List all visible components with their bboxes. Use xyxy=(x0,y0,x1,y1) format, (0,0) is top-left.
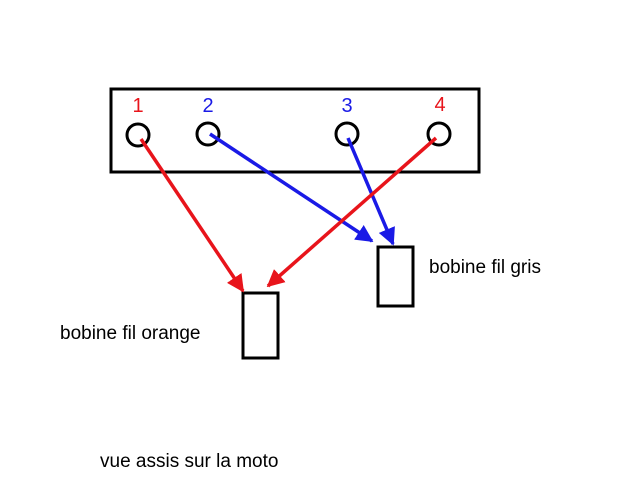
view-caption: vue assis sur la moto xyxy=(100,451,278,472)
pin-1-terminal xyxy=(125,122,151,148)
wire-pin-3-to-grey-coil xyxy=(346,137,395,246)
wire-pin-1-to-orange-coil xyxy=(139,138,245,293)
coil-grey-label: bobine fil gris xyxy=(429,257,541,278)
coil-orange-label: bobine fil orange xyxy=(60,323,201,344)
pin-2-number: 2 xyxy=(202,95,213,117)
wire-pin-2-to-grey-coil xyxy=(209,132,374,243)
coil-grey xyxy=(376,245,415,308)
pin-3-terminal xyxy=(334,121,360,147)
pin-2-terminal xyxy=(195,121,221,147)
pin-1-number: 1 xyxy=(132,95,143,117)
wire-pin-4-to-orange-coil xyxy=(266,136,438,288)
coil-orange xyxy=(241,291,280,360)
connector-housing xyxy=(109,87,481,174)
pin-3-number: 3 xyxy=(341,95,352,117)
pin-4-number: 4 xyxy=(434,94,445,116)
